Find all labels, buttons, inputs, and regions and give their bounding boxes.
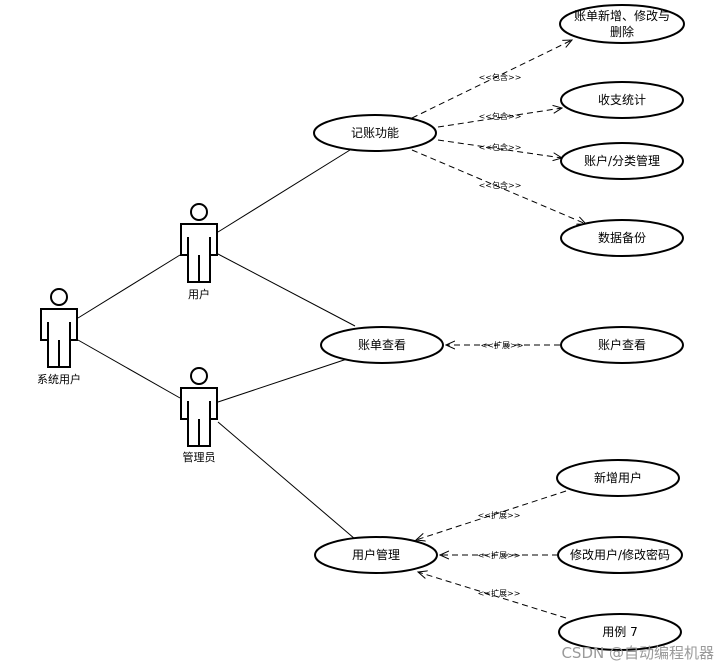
watermark: CSDN @自动编程机器 (561, 644, 714, 662)
extend-label: <<扩展>> (478, 550, 521, 560)
include-line-account-category (437, 139, 562, 158)
actor-label: 系统用户 (37, 372, 81, 386)
usecase-label: 账单新增、修改与 (574, 8, 670, 23)
usecase-income-stats[interactable]: 收支统计 (560, 81, 684, 119)
usecase-label: 用户管理 (352, 547, 400, 562)
usecase-change-pwd[interactable]: 修改用户/修改密码 (557, 536, 683, 574)
include-line-data-backup (411, 149, 586, 224)
actor-user[interactable]: 用户 (180, 203, 218, 301)
usecase-bill-crud[interactable]: 账单新增、修改与 删除 (559, 4, 685, 44)
usecase-label: 修改用户/修改密码 (570, 547, 670, 562)
assoc-user-bookkeeping (217, 149, 351, 233)
assoc-systemuser-admin (77, 339, 181, 399)
extend-line-use-case-7 (418, 572, 567, 619)
usecase-label: 数据备份 (598, 230, 646, 245)
usecase-label: 收支统计 (598, 93, 646, 107)
include-line-income-stats (437, 108, 562, 128)
usecase-label: 记账功能 (351, 126, 399, 140)
stereotype-labels: <<包含>> <<包含>> <<包含>> <<包含>> <<扩展>> <<扩展>… (478, 72, 524, 598)
assoc-systemuser-user (77, 254, 181, 319)
actor-label: 管理员 (183, 450, 216, 464)
usecase-label: 用例 7 (602, 625, 637, 639)
usecase-label: 账户/分类管理 (584, 153, 660, 168)
usecase-user-mgmt[interactable]: 用户管理 (314, 536, 438, 574)
usecase-bookkeeping[interactable]: 记账功能 (313, 114, 437, 152)
assoc-user-billview (217, 253, 356, 327)
assoc-admin-usermgmt (217, 421, 356, 540)
include-label: <<包含>> (479, 111, 522, 121)
actor-system-user[interactable]: 系统用户 (37, 288, 81, 386)
extend-label: <<扩展>> (478, 510, 521, 520)
usecase-add-user[interactable]: 新增用户 (556, 459, 680, 497)
extend-label: <<扩展>> (481, 340, 524, 350)
usecase-data-backup[interactable]: 数据备份 (560, 219, 684, 257)
actor-admin[interactable]: 管理员 (180, 367, 218, 464)
assoc-admin-billview (217, 357, 351, 403)
include-label: <<包含>> (479, 180, 522, 190)
include-label: <<包含>> (479, 72, 522, 82)
actor-label: 用户 (188, 287, 210, 301)
usecase-label: 账单查看 (358, 338, 406, 352)
usecase-account-category[interactable]: 账户/分类管理 (560, 142, 684, 180)
association-lines (77, 149, 356, 540)
dependency-lines (411, 40, 586, 619)
include-label: <<包含>> (479, 142, 522, 152)
extend-line-add-user (416, 490, 567, 540)
usecase-account-view[interactable]: 账户查看 (560, 326, 684, 364)
usecase-use-case-7[interactable]: 用例 7 (558, 613, 682, 651)
usecase-bill-view[interactable]: 账单查看 (320, 326, 444, 364)
extend-label: <<扩展>> (478, 588, 521, 598)
usecase-label: 账户查看 (598, 337, 646, 352)
usecase-label: 新增用户 (594, 470, 642, 485)
usecase-label: 删除 (610, 24, 634, 39)
